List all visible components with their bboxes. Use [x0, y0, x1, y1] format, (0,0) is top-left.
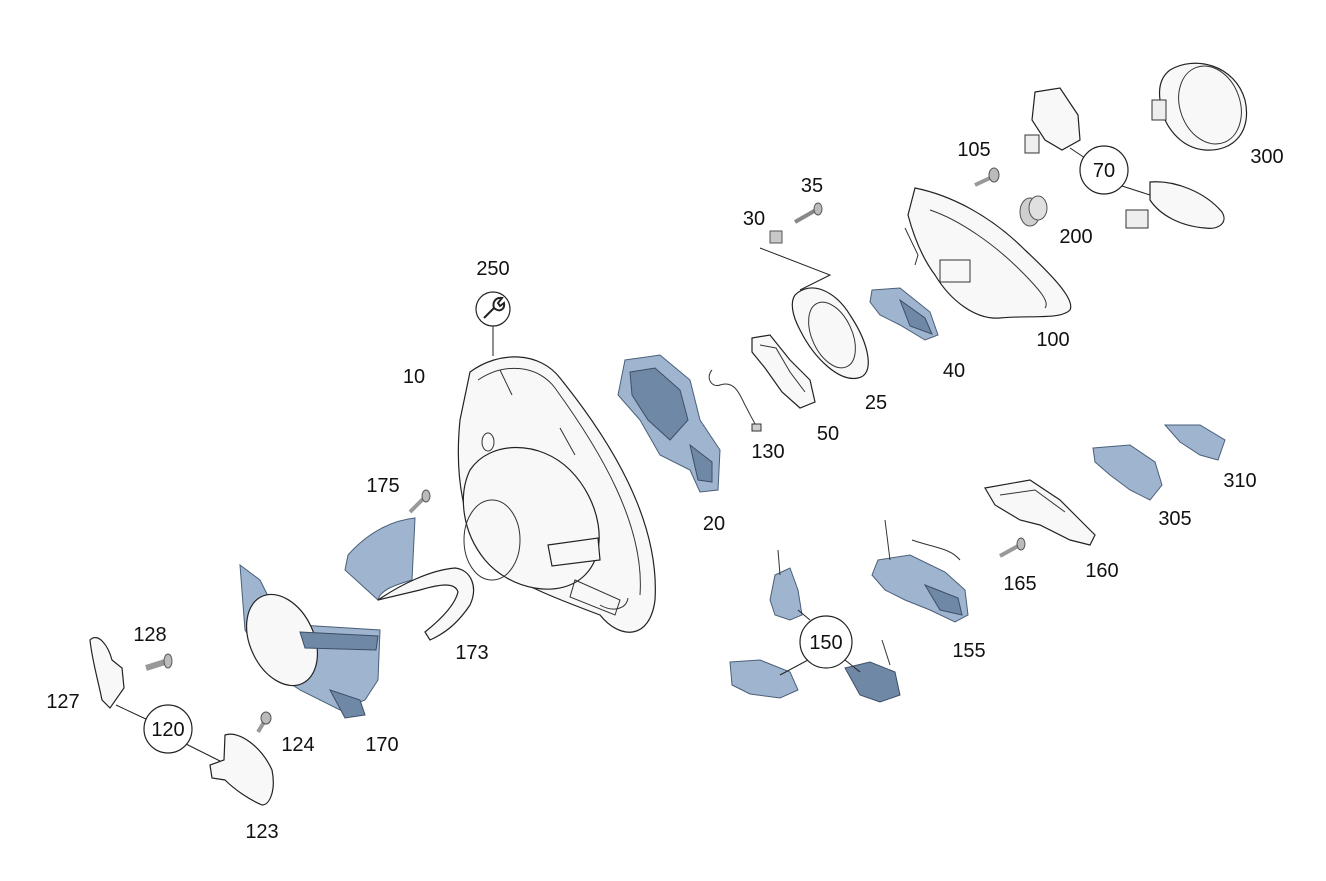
- label-165: 165: [1003, 573, 1036, 595]
- part-200: [1019, 195, 1048, 227]
- housing-part-20: [617, 354, 721, 493]
- cable-part-130: [708, 369, 762, 432]
- label-70: 70: [1093, 160, 1115, 182]
- paddle-part-127: [89, 637, 149, 721]
- screw-part-128: [145, 653, 173, 671]
- label-105: 105: [957, 139, 990, 161]
- part-310: [1163, 424, 1226, 461]
- label-124: 124: [281, 734, 314, 756]
- module-part-70-upper: [1024, 87, 1086, 159]
- label-173: 173: [455, 642, 488, 664]
- label-35: 35: [801, 175, 823, 197]
- module-part-300: [1151, 62, 1248, 151]
- label-127: 127: [46, 691, 79, 713]
- module-part-70-lower: [1121, 181, 1225, 229]
- label-130: 130: [751, 441, 784, 463]
- bracket-part-50: [751, 334, 816, 409]
- label-25: 25: [865, 392, 887, 414]
- tool-callout-250: [475, 291, 511, 356]
- label-120: 120: [151, 719, 184, 741]
- label-100: 100: [1036, 329, 1069, 351]
- paddle-part-123: [209, 733, 274, 806]
- label-310: 310: [1223, 470, 1256, 492]
- screw-part-105: [974, 167, 1000, 187]
- label-250: 250: [476, 258, 509, 280]
- screw-part-175: [408, 489, 431, 514]
- callout-circle-120: [143, 704, 223, 763]
- label-50: 50: [817, 423, 839, 445]
- label-175: 175: [366, 475, 399, 497]
- screw-part-35: [794, 202, 823, 224]
- switch-part-155: [871, 519, 969, 623]
- label-170: 170: [365, 734, 398, 756]
- label-155: 155: [952, 640, 985, 662]
- switch-group-part-150: [729, 549, 901, 703]
- label-20: 20: [703, 513, 725, 535]
- label-160: 160: [1085, 560, 1118, 582]
- wrench-icon: [483, 296, 506, 319]
- label-305: 305: [1158, 508, 1191, 530]
- plate-part-25: [759, 247, 869, 380]
- part-40: [869, 287, 939, 341]
- label-10: 10: [403, 366, 425, 388]
- label-200: 200: [1059, 226, 1092, 248]
- part-305: [1092, 444, 1163, 501]
- label-40: 40: [943, 360, 965, 382]
- nut-part-30: [769, 230, 783, 244]
- cover-part-100: [904, 187, 1072, 319]
- label-30: 30: [743, 208, 765, 230]
- label-128: 128: [133, 624, 166, 646]
- screw-part-165: [999, 537, 1026, 558]
- label-300: 300: [1250, 146, 1283, 168]
- label-150: 150: [809, 632, 842, 654]
- callout-circle-70: [1079, 145, 1129, 195]
- screw-part-124: [256, 711, 272, 734]
- steering-wheel-part-10: [457, 356, 656, 633]
- bracket-part-160: [984, 479, 1096, 546]
- trim-part-170: [239, 563, 381, 719]
- label-123: 123: [245, 821, 278, 843]
- trim-part-173: [344, 517, 475, 641]
